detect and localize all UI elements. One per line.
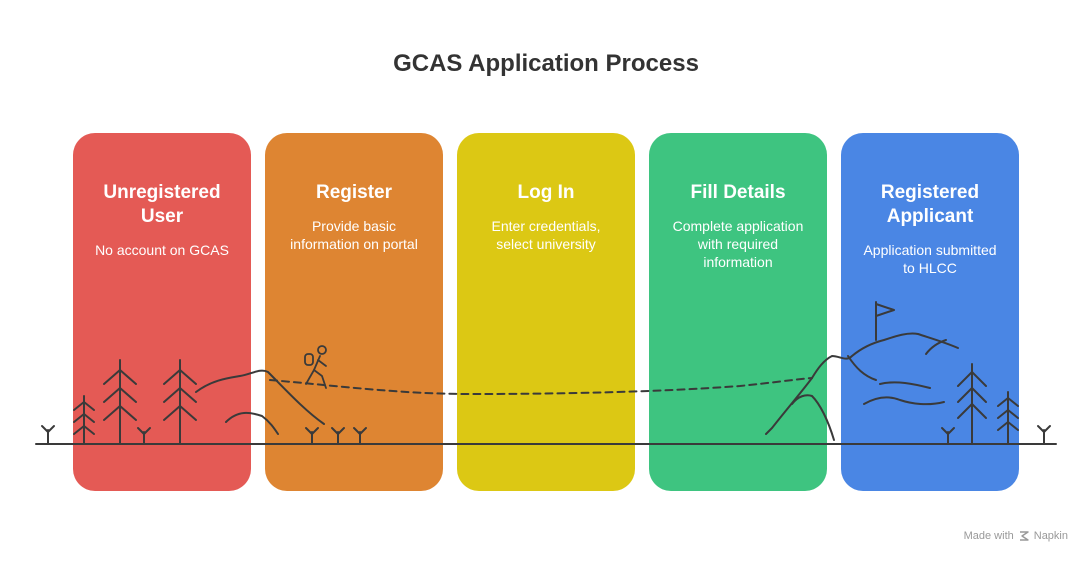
mountain-ridge-icon bbox=[791, 394, 835, 441]
mountain-ridge-icon bbox=[765, 377, 813, 435]
made-with-label: Made with bbox=[963, 530, 1014, 542]
sprout-icon bbox=[941, 427, 955, 445]
tree-icon bbox=[163, 359, 197, 445]
step-card-unregistered-user: Unregistered User No account on GCAS bbox=[73, 133, 251, 491]
left-hill-icon bbox=[195, 369, 325, 425]
step-heading: Registered Applicant bbox=[880, 182, 980, 227]
sprout-icon bbox=[41, 425, 55, 445]
step-heading: Unregistered User bbox=[103, 182, 221, 227]
tree-icon bbox=[957, 363, 987, 445]
hiker-icon bbox=[304, 345, 327, 389]
mountain-ridge-icon bbox=[847, 355, 877, 381]
napkin-watermark: Made with Napkin bbox=[964, 530, 1068, 542]
step-description: Provide basic information on portal bbox=[290, 218, 418, 252]
step-card-log-in: Log In Enter credentials, select univers… bbox=[457, 133, 635, 491]
step-card-registered-applicant: Registered Applicant Application submitt… bbox=[841, 133, 1019, 491]
step-card-register: Register Provide basic information on po… bbox=[265, 133, 443, 491]
mountain-ridge-icon bbox=[879, 381, 931, 389]
step-description: Complete application with required infor… bbox=[672, 218, 804, 270]
sprout-icon bbox=[353, 427, 367, 445]
sprout-icon bbox=[1037, 425, 1051, 445]
right-mountain-icon bbox=[811, 332, 959, 379]
tree-icon bbox=[997, 391, 1019, 445]
sprout-icon bbox=[137, 427, 151, 445]
page-title: GCAS Application Process bbox=[393, 50, 699, 77]
tree-icon bbox=[73, 395, 95, 445]
trail-path bbox=[269, 377, 813, 395]
step-description: No account on GCAS bbox=[95, 242, 229, 258]
step-heading: Fill Details bbox=[690, 182, 786, 203]
mountain-ridge-icon bbox=[863, 396, 945, 406]
step-description: Enter credentials, select university bbox=[491, 218, 601, 252]
step-heading: Register bbox=[315, 182, 393, 203]
tree-icon bbox=[103, 359, 137, 445]
step-heading: Log In bbox=[517, 182, 575, 203]
mountain-ridge-icon bbox=[925, 339, 947, 355]
step-description: Application submitted to HLCC bbox=[863, 242, 997, 276]
napkin-logo-icon bbox=[1019, 531, 1029, 541]
left-small-hill-icon bbox=[225, 411, 279, 435]
flag-icon bbox=[875, 301, 895, 341]
sprout-icon bbox=[305, 427, 319, 445]
sprout-icon bbox=[331, 427, 345, 445]
step-card-fill-details: Fill Details Complete application with r… bbox=[649, 133, 827, 491]
napkin-brand-label: Napkin bbox=[1033, 530, 1068, 542]
